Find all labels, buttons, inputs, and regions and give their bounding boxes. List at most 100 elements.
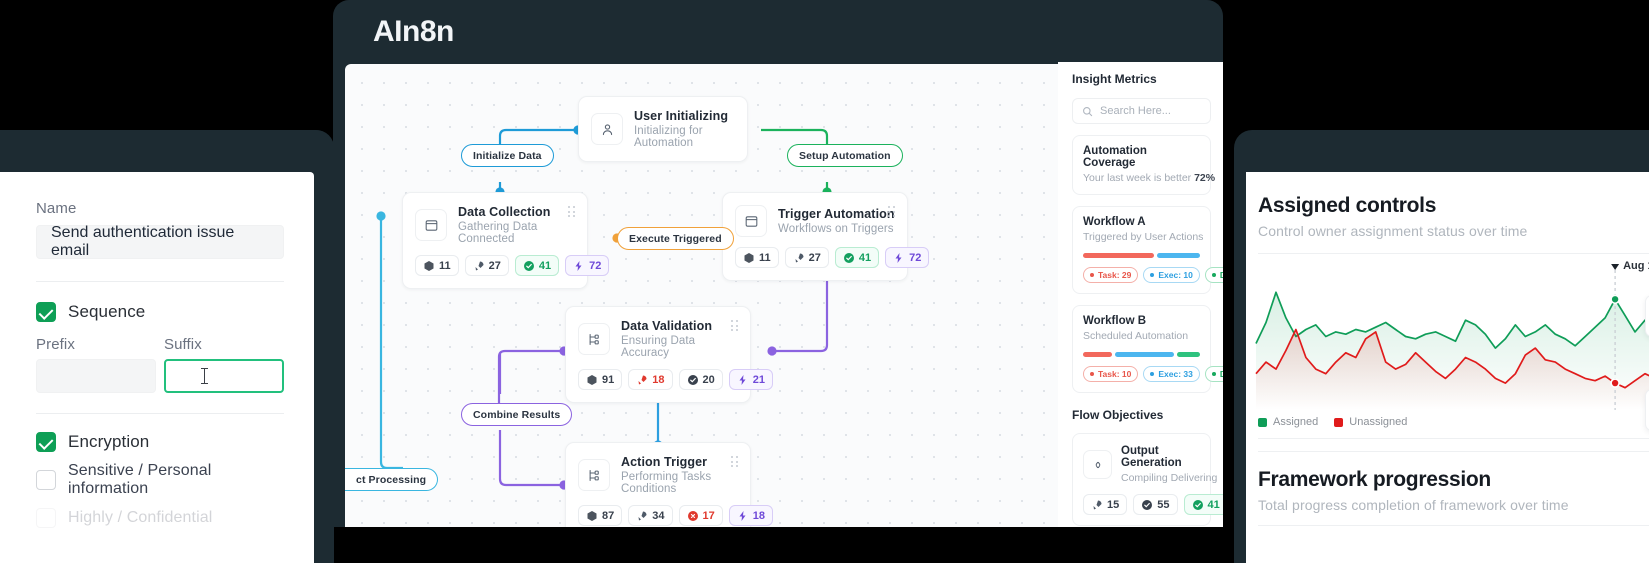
node-title: User Initializing [634, 109, 729, 123]
node-data-validation[interactable]: Data Validation Ensuring Data Accuracy 9… [565, 306, 773, 403]
card-subtitle: Compiling Delivering [1121, 472, 1218, 484]
search-input[interactable]: Search Here... [1072, 98, 1211, 124]
pill-setup-automation[interactable]: Setup Automation [787, 144, 903, 167]
edge-endpoint-dot [376, 211, 386, 221]
chip-done: Done: 1 [1204, 267, 1223, 283]
node-subtitle: Ensuring Data Accuracy [621, 335, 696, 359]
card-subtitle: Triggered by User Actions [1083, 231, 1204, 243]
pill-combine-results[interactable]: Combine Results [461, 403, 573, 426]
prefix-label: Prefix [36, 336, 75, 353]
tooltip-assigned: Assigned 90 items [1645, 295, 1649, 338]
progress-bars [1083, 352, 1200, 357]
card-subtitle: Scheduled Automation [1083, 330, 1189, 342]
left-panel-body: Name Send authentication issue email Seq… [0, 172, 314, 563]
encryption-checkbox[interactable] [36, 432, 56, 452]
edge-endpoint-dot [767, 346, 777, 356]
flow-objectives-heading: Flow Objectives [1072, 408, 1164, 422]
sequence-checkbox[interactable] [36, 302, 56, 322]
confidential-checkbox-row[interactable]: Highly / Confidential [36, 508, 284, 528]
drag-handle-icon[interactable] [888, 206, 896, 217]
node-subtitle: Gathering Data Connected [458, 221, 538, 245]
confidential-checkbox[interactable] [36, 508, 56, 528]
assigned-controls-subtitle: Control owner assignment status over tim… [1258, 223, 1528, 239]
left-form-panel: Name Send authentication issue email Seq… [0, 130, 334, 563]
badge-spark: 21 [728, 369, 773, 390]
search-icon [1083, 106, 1093, 116]
card-title: Output Generation [1121, 445, 1182, 469]
node-trigger-automation[interactable]: Trigger Automation Workflows on Triggers… [722, 192, 930, 281]
divider-1 [36, 281, 284, 282]
chip-row: Task: 29 Exec: 10 Done: 1 [1083, 267, 1223, 283]
card-workflow-a[interactable]: Workflow A Triggered by User Actions Tas… [1072, 206, 1223, 294]
badge-rocket: 27 [784, 247, 829, 268]
text-cursor-icon [201, 368, 208, 384]
node-data-collection[interactable]: Data Collection Gathering Data Connected… [402, 192, 610, 289]
prefix-input[interactable] [36, 359, 156, 393]
badge-row: 15 55 41 [1083, 484, 1223, 515]
badge-cube: 91 [578, 369, 623, 390]
rule-4 [1258, 525, 1649, 526]
app-brand-title: AIn8n [373, 15, 454, 48]
sequence-label: Sequence [68, 302, 146, 321]
chip-exec: Exec: 33 [1143, 366, 1200, 382]
card-title: Automation Coverage [1083, 145, 1147, 169]
drag-handle-icon[interactable] [731, 320, 739, 331]
sensitive-checkbox[interactable] [36, 470, 56, 490]
card-title: Workflow B [1083, 315, 1147, 327]
pill-initialize-data[interactable]: Initialize Data [461, 144, 554, 167]
search-placeholder: Search Here... [1100, 105, 1171, 117]
rule-2 [1258, 438, 1649, 439]
right-panel-titlebar [1234, 130, 1649, 172]
node-title: Data Collection [458, 205, 551, 219]
node-title: Action Trigger [621, 455, 708, 469]
node-title: Trigger Automation [778, 207, 895, 221]
rule-3 [1258, 451, 1649, 452]
chip-task: Task: 29 [1083, 267, 1139, 283]
card-subtitle: Your last week is better 72% [1083, 172, 1216, 184]
name-field[interactable]: Send authentication issue email [36, 224, 284, 259]
suffix-input[interactable] [164, 359, 284, 393]
archive-icon [415, 209, 447, 241]
node-subtitle: Performing Tasks Conditions [621, 471, 712, 495]
badge-check: 55 [1133, 494, 1178, 515]
pill-object-processing[interactable]: ct Processing [345, 468, 439, 491]
badge-rocket: 34 [628, 505, 673, 526]
suffix-label: Suffix [164, 336, 202, 353]
encryption-checkbox-row[interactable]: Encryption [36, 432, 284, 452]
drag-handle-icon[interactable] [568, 206, 576, 217]
node-subtitle: Initializing for Automation [634, 125, 703, 149]
badge-x-circle: 17 [678, 505, 723, 526]
drag-handle-icon[interactable] [731, 456, 739, 467]
sequence-checkbox-row[interactable]: Sequence [36, 302, 284, 322]
name-label: Name [36, 200, 77, 217]
right-dashboard-panel: Assigned controls Control owner assignme… [1234, 130, 1649, 563]
badge-cube: 87 [578, 505, 623, 526]
archive-icon [735, 205, 767, 237]
assigned-controls-chart[interactable]: Aug 17 Assigned 90 items Unassigned 18 i… [1246, 260, 1649, 432]
card-automation-coverage[interactable]: Automation Coverage Your last week is be… [1072, 135, 1216, 195]
legend-unassigned: Unassigned [1334, 416, 1407, 428]
badge-rocket: 27 [464, 255, 509, 276]
badge-check: 20 [678, 369, 723, 390]
card-output-generation[interactable]: Output Generation Compiling Delivering 1… [1072, 433, 1223, 526]
card-workflow-b[interactable]: Workflow B Scheduled Automation Task: 10… [1072, 305, 1223, 393]
divider-2 [36, 413, 284, 414]
pill-execute-triggered[interactable]: Execute Triggered [617, 227, 734, 250]
node-action-trigger[interactable]: Action Trigger Performing Tasks Conditio… [565, 442, 773, 527]
chart-legend: Assigned Unassigned [1246, 410, 1649, 428]
node-title: Data Validation [621, 319, 713, 333]
sensitive-checkbox-row[interactable]: Sensitive / Personal information [36, 462, 284, 498]
node-user-initializing[interactable]: User Initializing Initializing for Autom… [578, 96, 748, 162]
insight-heading: Insight Metrics [1072, 72, 1157, 86]
card-title: Workflow A [1083, 216, 1146, 228]
node-subtitle: Workflows on Triggers [778, 223, 894, 235]
badge-rocket: 15 [1083, 494, 1128, 515]
right-panel-body: Assigned controls Control owner assignme… [1246, 172, 1649, 563]
badge-cube: 11 [415, 255, 459, 276]
chart-svg [1255, 264, 1649, 410]
link-icon [1083, 450, 1112, 479]
badge-check-green: 41 [1183, 494, 1223, 515]
legend-assigned: Assigned [1258, 416, 1318, 428]
badge-check: 41 [834, 247, 880, 268]
